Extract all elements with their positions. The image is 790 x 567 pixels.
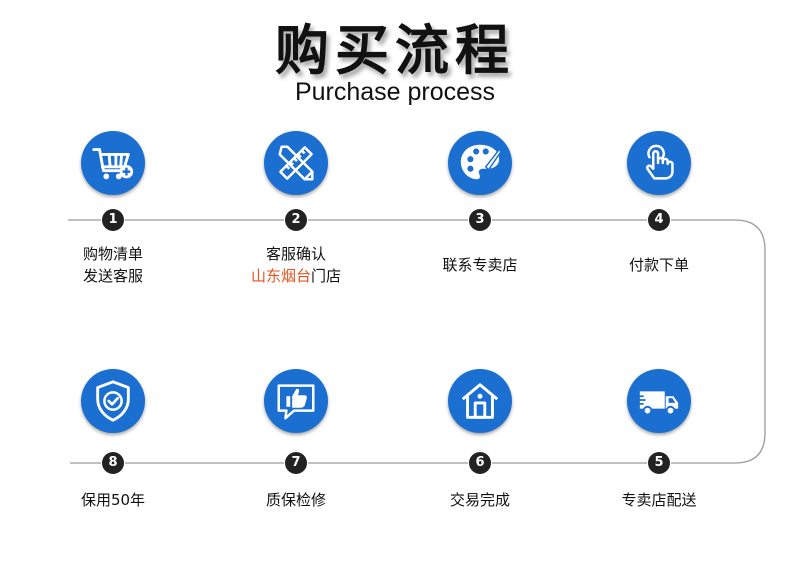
shopping-cart-add-icon xyxy=(81,131,145,195)
step-5-store-delivery: 5 专卖店配送 xyxy=(589,0,729,567)
step-number: 2 xyxy=(285,209,307,231)
palette-icon xyxy=(448,131,512,195)
step-number: 1 xyxy=(102,209,124,231)
house-icon xyxy=(448,369,512,433)
shield-check-icon xyxy=(81,369,145,433)
step-number: 4 xyxy=(648,209,670,231)
step-label-line1: 质保检修 xyxy=(265,491,326,509)
step-7-warranty-repair: 7 质保检修 xyxy=(226,0,366,567)
pencil-ruler-icon xyxy=(264,131,328,195)
step-number: 7 xyxy=(285,452,307,474)
step-label-line1: 联系专卖店 xyxy=(442,256,518,274)
step-number: 5 xyxy=(648,452,670,474)
thumbs-up-chat-icon xyxy=(264,369,328,433)
hand-tap-icon xyxy=(627,131,691,195)
store-label: 门店 xyxy=(311,267,342,285)
delivery-truck-icon xyxy=(627,369,691,433)
step-8-guarantee-50-years: 8 保用50年 xyxy=(43,0,183,567)
step-label-line1: 交易完成 xyxy=(449,491,510,509)
step-label-line1: 专卖店配送 xyxy=(621,491,697,509)
step-label-line1: 购物清单 xyxy=(82,245,143,263)
step-6-transaction-complete: 6 交易完成 xyxy=(410,0,550,567)
step-label-line2: 发送客服 xyxy=(82,267,143,285)
step-label-line1: 客服确认 xyxy=(265,245,326,263)
step-4-pay-order: 4 付款下单 xyxy=(589,0,729,567)
store-location-highlight: 山东烟台 xyxy=(250,267,311,285)
step-label-line1: 保用50年 xyxy=(80,491,146,509)
step-number: 8 xyxy=(102,452,124,474)
step-number: 6 xyxy=(469,452,491,474)
step-2-service-confirm: 2 客服确认 山东烟台门店 xyxy=(226,0,366,567)
step-label-line2: 山东烟台门店 xyxy=(226,265,366,287)
page-subtitle: Purchase process xyxy=(294,78,496,106)
step-number: 3 xyxy=(469,209,491,231)
step-3-contact-store: 3 联系专卖店 xyxy=(410,0,550,567)
step-label-line1: 付款下单 xyxy=(628,256,689,274)
step-1-shopping-list: 1 购物清单 发送客服 xyxy=(43,0,183,567)
page-title: 购买流程 xyxy=(275,19,515,82)
